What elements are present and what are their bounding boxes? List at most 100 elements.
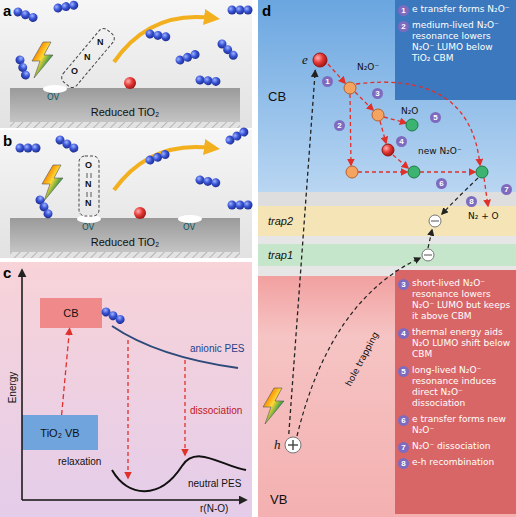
energy-axis: [21, 270, 23, 500]
dissociation-arrow: [184, 360, 185, 455]
hole: h: [272, 434, 304, 456]
callout-number: 8: [466, 196, 477, 207]
note-text: short-lived N₂O⁻ resonance lowers N₂O⁻ L…: [412, 278, 511, 322]
axis-label: r(N-O): [200, 503, 228, 514]
n2o-molecule: [54, 134, 80, 154]
callout-number: 1: [322, 76, 333, 87]
atom: [238, 126, 250, 138]
callout-number: 5: [430, 112, 441, 123]
atom: [227, 49, 240, 62]
node-label: Reduced TiO₂: [91, 236, 159, 248]
atom: [203, 76, 213, 86]
atom: [20, 69, 32, 81]
n2o-molecule: [59, 26, 116, 90]
desorption-arrow: [114, 147, 212, 190]
node-label: e: [302, 52, 308, 68]
atom-label: O: [85, 160, 92, 170]
note-panel: [395, 270, 516, 514]
atom: [161, 32, 171, 42]
curve-label: anionic PES: [190, 343, 244, 354]
atom: [195, 75, 205, 85]
n2o-molecule: [144, 149, 171, 166]
n2o-molecule: [228, 6, 253, 15]
vb-box: [22, 415, 98, 450]
tio2-slab: Reduced TiO₂: [10, 88, 240, 122]
note-text: long-lived N₂O⁻ resonance induces direct…: [412, 365, 511, 409]
cb-band: [258, 0, 516, 192]
atom: [244, 201, 253, 210]
atom: [114, 313, 126, 325]
node-label: CB: [63, 307, 78, 319]
atom: [27, 12, 39, 24]
panel-background: [0, 262, 252, 517]
node-label: TiO₂ VB: [40, 427, 79, 439]
electron: e: [300, 50, 332, 70]
note-text: e transfer forms N₂O⁻: [412, 4, 511, 15]
neutral-curve: [112, 456, 246, 491]
state-label: N₂O⁻: [357, 62, 379, 72]
callout-number: 6: [398, 415, 409, 426]
gap-band: [258, 192, 516, 206]
n2o-molecule: [228, 201, 253, 210]
oxygen-atom: [134, 207, 146, 219]
atom-label: N: [85, 179, 92, 189]
vacancy-label: OV: [47, 92, 59, 102]
gap-band: [258, 236, 516, 244]
callout-number: 6: [436, 178, 447, 189]
callout-number: 7: [398, 442, 409, 453]
vacancy-label: OV: [183, 222, 195, 232]
vacancy-label: OV: [82, 222, 94, 232]
note-text: medium-lived N₂O⁻ resonance lowers N₂O⁻ …: [412, 20, 511, 64]
callout-number: 4: [398, 328, 409, 339]
axis-label: Energy: [7, 366, 18, 410]
node-label: CB: [268, 89, 286, 104]
note-text: e transfer forms new N₂O⁻: [412, 414, 511, 436]
trapped-holes: [422, 215, 441, 261]
curve-label: neutral PES: [188, 478, 241, 489]
trap-band: trap1: [258, 244, 516, 266]
callout-number: 3: [372, 88, 383, 99]
atom: [236, 6, 245, 15]
n2o-molecule: [195, 75, 221, 86]
cb-box: [40, 298, 102, 328]
n2o-molecule: [145, 29, 171, 42]
atom: [32, 144, 41, 153]
callout-number: 3: [398, 279, 409, 290]
connector: [62, 328, 70, 415]
callout-number: 7: [501, 184, 512, 195]
atom: [228, 201, 237, 210]
oxygen-vacancy: [77, 215, 101, 223]
atom: [42, 208, 54, 220]
state-label: N₂O: [401, 106, 418, 116]
light-bolt: [263, 388, 284, 424]
note-text: e-h recombination: [412, 457, 511, 468]
atom: [228, 6, 237, 15]
n2o-molecule: [100, 306, 126, 326]
hatching: [10, 122, 240, 128]
atom: [16, 144, 25, 153]
distance-axis: [22, 499, 246, 501]
node-label: h: [274, 437, 281, 453]
state-circles: [344, 82, 488, 178]
panel-letter: b: [3, 132, 12, 149]
node-label: Reduced TiO₂: [91, 106, 159, 118]
n2o-molecules: [12, 0, 252, 326]
n2o-molecule: [34, 194, 54, 220]
node-label: trap2: [268, 215, 293, 227]
n2o-molecule: [14, 54, 31, 81]
light-bolt: [42, 165, 63, 201]
atom-label: O: [71, 66, 78, 76]
valence-band: VBh: [258, 276, 516, 517]
callout-number: 2: [398, 21, 409, 32]
atom: [189, 49, 201, 61]
relaxation-arrow: [127, 340, 128, 478]
oxygen-vacancy: [43, 85, 67, 93]
note-text: N₂O⁻ dissociation: [412, 441, 511, 452]
n2o-molecule: [224, 126, 250, 146]
callout-number: 4: [396, 136, 407, 147]
atom: [236, 201, 245, 210]
atom: [244, 6, 253, 15]
atom: [211, 178, 221, 188]
